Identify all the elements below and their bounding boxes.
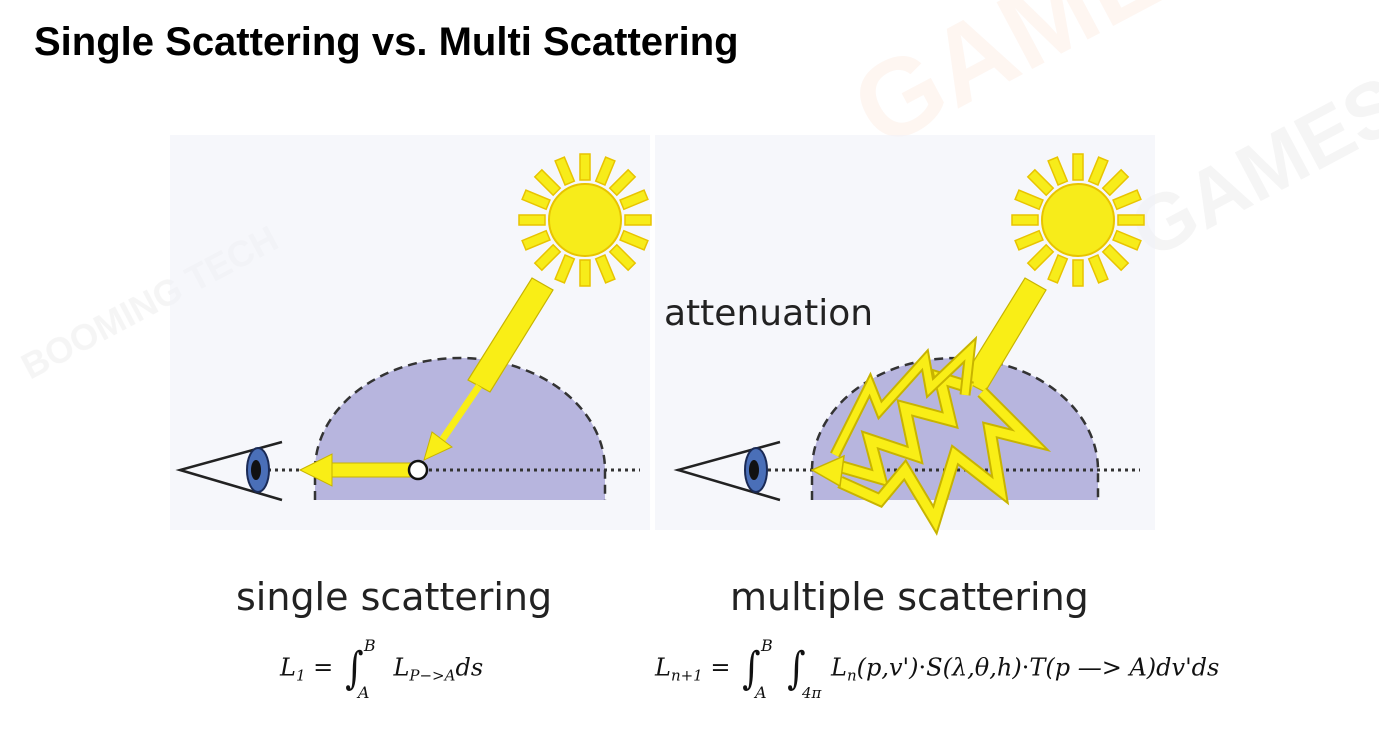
bounce-path-3-fill xyxy=(831,340,975,457)
eq-right-lower: A xyxy=(755,683,767,702)
eq-right-diff: dv'ds xyxy=(1156,653,1220,682)
sun-icon-left xyxy=(518,153,652,287)
inner-integral-sign: ∫ xyxy=(787,643,806,694)
eq-right-dot1: · xyxy=(918,653,927,682)
single-scattering-caption: single scattering xyxy=(236,575,552,619)
eq-left-diff: ds xyxy=(455,653,484,682)
eq-left-lhs: L xyxy=(280,653,296,682)
watermark-text-3: GAMES xyxy=(1116,59,1379,275)
attenuation-label: attenuation xyxy=(664,293,873,334)
eq-right-equals: = xyxy=(710,653,731,682)
sun-icon-right xyxy=(1011,153,1145,287)
eq-right-term1-sub: n xyxy=(846,666,857,685)
eq-right-inner-lower: 4π xyxy=(801,683,822,702)
slide-title: Single Scattering vs. Multi Scattering xyxy=(34,20,739,64)
bounce-arrowhead xyxy=(810,454,845,488)
eq-left-integrand-sub: P−>A xyxy=(409,666,456,685)
eq-left-lhs-sub: 1 xyxy=(295,666,306,685)
bounce-path-2-fill xyxy=(838,388,1045,531)
eq-left-integrand: L xyxy=(393,653,410,682)
multiple-scattering-caption: multiple scattering xyxy=(730,575,1089,619)
sun-beam-left xyxy=(467,277,554,393)
eq-right-lhs-sub: n+1 xyxy=(670,666,703,685)
eq-left-equals: = xyxy=(313,653,334,682)
to-eye-ray-left xyxy=(329,462,411,478)
eq-left-upper: B xyxy=(363,636,376,655)
eq-right-term1-args: (p,v') xyxy=(856,653,919,682)
scatter-ray-arrowhead xyxy=(423,431,453,461)
eq-right-lhs: L xyxy=(655,653,671,682)
single-scattering-figure xyxy=(175,153,652,502)
scatter-ray-left xyxy=(435,384,482,448)
eye-icon xyxy=(175,440,283,502)
outer-integral-sign: ∫ xyxy=(742,643,761,694)
eq-right-term2: S(λ,θ,h) xyxy=(926,653,1022,682)
scatter-point xyxy=(407,459,429,481)
bounce-path-1-fill xyxy=(833,371,974,485)
eq-right-upper: B xyxy=(761,636,773,655)
eq-right-dot2: · xyxy=(1021,653,1030,682)
to-eye-arrowhead-left xyxy=(298,453,333,487)
eq-left-lower: A xyxy=(357,683,370,702)
atmosphere-dome-right xyxy=(812,358,1098,500)
eye-icon-right xyxy=(673,440,781,502)
eq-right-term3: T(p —> A) xyxy=(1029,653,1157,682)
multiple-scattering-figure xyxy=(673,153,1145,536)
atmosphere-boundary-left xyxy=(313,356,607,500)
integral-sign: ∫ xyxy=(345,643,364,694)
eq-right-term1: L xyxy=(831,653,847,682)
